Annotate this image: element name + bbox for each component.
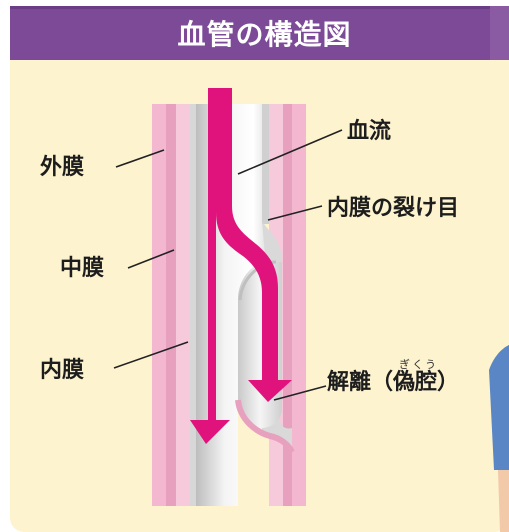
leader-outer <box>115 149 165 168</box>
page-title: 血管の構造図 <box>177 18 352 51</box>
inner-membrane-right <box>262 104 269 224</box>
leader-dissection <box>273 385 327 401</box>
label-inner-membrane: 内膜 <box>40 358 85 383</box>
leader-middle <box>127 249 175 269</box>
outer-membrane-left <box>152 104 166 506</box>
blood-flow-arrow-main <box>190 88 292 444</box>
inner-membrane-left <box>190 104 196 506</box>
outer-membrane-right <box>292 104 306 506</box>
title-bar <box>10 6 509 60</box>
leader-inner <box>113 341 189 369</box>
leader-flow <box>237 129 343 175</box>
side-decoration <box>490 6 509 60</box>
label-middle-membrane: 中膜 <box>60 256 105 281</box>
label-outer-membrane: 外膜 <box>40 155 85 180</box>
label-blood-flow: 血流 <box>347 119 392 144</box>
label-dissection: 解離（偽腔） <box>327 370 460 395</box>
ruby-false-lumen: ぎくう <box>399 358 438 371</box>
middle-membrane-left <box>176 104 190 506</box>
person-illustration <box>489 345 509 470</box>
leader-tear <box>267 205 323 221</box>
label-intimal-tear: 内膜の裂け目 <box>327 196 460 221</box>
